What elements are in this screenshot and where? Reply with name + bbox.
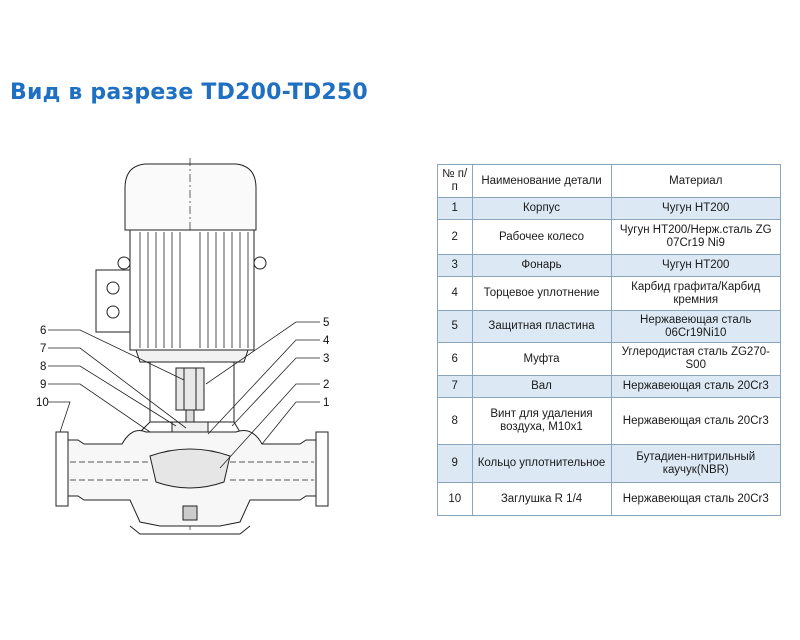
- label-9: 9: [40, 379, 46, 391]
- table-row: 3 Фонарь Чугун HT200: [437, 254, 782, 277]
- motor-fan-cover: [124, 163, 257, 231]
- row-name: Корпус: [471, 197, 612, 220]
- row-no: 5: [437, 310, 473, 343]
- label-6: 6: [40, 325, 46, 337]
- header-no: № п/п: [437, 164, 473, 198]
- label-4: 4: [323, 335, 330, 347]
- row-material: Нержавеющая сталь 20Cr3: [610, 482, 782, 516]
- row-name: Защитная пластина: [471, 310, 612, 343]
- row-no: 9: [437, 444, 473, 483]
- table-row: 9 Кольцо уплотнительное Бутадиен-нитриль…: [437, 444, 782, 483]
- row-material: Нержавеющая сталь 06Cr19Ni10: [610, 310, 782, 343]
- label-10: 10: [36, 397, 49, 409]
- row-no: 6: [437, 342, 473, 376]
- row-material: Бутадиен-нитрильный каучук(NBR): [610, 444, 782, 483]
- page-title: Вид в разрезе TD200-TD250: [10, 80, 368, 105]
- lifting-eye-right: [253, 256, 267, 270]
- table-row: 2 Рабочее колесо Чугун HT200/Нерж.сталь …: [437, 219, 782, 255]
- row-name: Заглушка R 1/4: [471, 482, 612, 516]
- row-material: Чугун HT200: [610, 197, 782, 220]
- lifting-eye-left: [117, 256, 131, 270]
- row-no: 10: [437, 482, 473, 516]
- row-material: Углеродистая сталь ZG270-S00: [610, 342, 782, 376]
- base-foot: [129, 525, 251, 535]
- row-no: 4: [437, 276, 473, 311]
- table-row: 6 Муфта Углеродистая сталь ZG270-S00: [437, 342, 782, 376]
- label-5: 5: [323, 317, 329, 329]
- table-row: 1 Корпус Чугун HT200: [437, 197, 782, 220]
- table-row: 10 Заглушка R 1/4 Нержавеющая сталь 20Cr…: [437, 482, 782, 516]
- row-no: 3: [437, 254, 473, 277]
- row-no: 8: [437, 397, 473, 445]
- row-material: Карбид графита/Карбид кремния: [610, 276, 782, 311]
- motor-flange: [135, 349, 249, 363]
- row-material: Нержавеющая сталь 20Cr3: [610, 397, 782, 445]
- motor-body: [129, 229, 255, 351]
- table-row: 8 Винт для удаления воздуха, M10x1 Нержа…: [437, 397, 782, 445]
- table-row: 7 Вал Нержавеющая сталь 20Cr3: [437, 375, 782, 398]
- table-row: 4 Торцевое уплотнение Карбид графита/Кар…: [437, 276, 782, 311]
- row-no: 2: [437, 219, 473, 255]
- label-7: 7: [40, 343, 46, 355]
- label-1: 1: [323, 397, 329, 409]
- table-header-row: № п/п Наименование детали Материал: [437, 164, 782, 198]
- inlet-flange: [55, 431, 69, 507]
- row-name: Муфта: [471, 342, 612, 376]
- header-name: Наименование детали: [471, 164, 612, 198]
- drain-plug: [182, 505, 198, 521]
- row-name: Вал: [471, 375, 612, 398]
- impeller: [149, 448, 231, 489]
- header-material: Материал: [610, 164, 782, 198]
- table-row: 5 Защитная пластина Нержавеющая сталь 06…: [437, 310, 782, 343]
- row-name: Рабочее колесо: [471, 219, 612, 255]
- label-3: 3: [323, 353, 329, 365]
- motor-fins: [139, 232, 249, 348]
- row-material: Чугун HT200/Нерж.сталь ZG 07Cr19 Ni9: [610, 219, 782, 255]
- row-name: Кольцо уплотнительное: [471, 444, 612, 483]
- label-8: 8: [40, 361, 46, 373]
- row-material: Нержавеющая сталь 20Cr3: [610, 375, 782, 398]
- row-no: 7: [437, 375, 473, 398]
- row-name: Фонарь: [471, 254, 612, 277]
- row-material: Чугун HT200: [610, 254, 782, 277]
- terminal-box: [95, 269, 131, 333]
- outlet-flange: [315, 431, 329, 507]
- row-name: Винт для удаления воздуха, M10x1: [471, 397, 612, 445]
- row-no: 1: [437, 197, 473, 220]
- parts-table: № п/п Наименование детали Материал 1 Кор…: [437, 164, 782, 516]
- label-2: 2: [323, 379, 329, 391]
- row-name: Торцевое уплотнение: [471, 276, 612, 311]
- pump-cross-section-drawing: 6 7 8 9 10 5 4 3 2 1: [36, 158, 330, 535]
- coupling: [175, 367, 205, 411]
